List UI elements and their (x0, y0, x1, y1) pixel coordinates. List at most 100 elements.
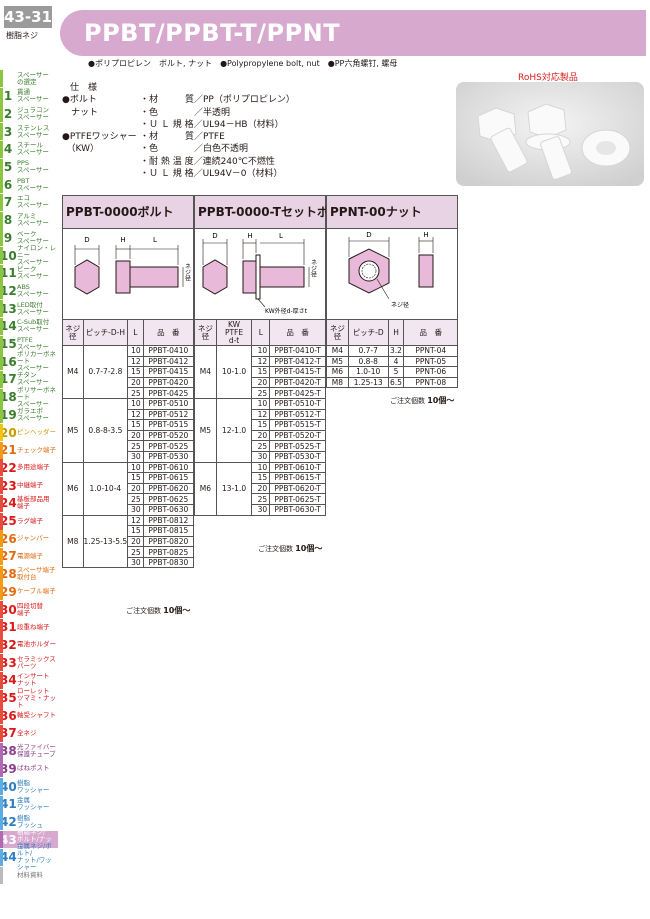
sidebar-stripe (0, 193, 3, 211)
part-number: PPBT-0620 (142, 482, 195, 495)
spec-value: ・材 質／PP（ポリプロピレン） (140, 95, 295, 106)
sidebar-item-label: ベーク スペーサー (17, 229, 49, 245)
length-cell: 12 (127, 408, 144, 421)
sidebar-stripe (0, 813, 3, 831)
sidebar-item-label: 段重ね端子 (17, 622, 50, 631)
sidebar-item-number: 30 (0, 602, 17, 617)
spec-value: ・材 質／PTFE (140, 132, 225, 143)
column-header: ネジ径 (194, 319, 217, 346)
thread-size: M5 (326, 355, 349, 368)
sidebar-item-number: 31 (0, 620, 17, 635)
spec-key (62, 119, 140, 131)
length-cell: 30 (127, 503, 144, 516)
ppbtt-note: ご注文個数 10個～ (258, 544, 323, 553)
thread-label: ネジ径 (391, 301, 409, 309)
sidebar-stripe (0, 353, 3, 371)
column-header: ピッチ-D (347, 319, 389, 346)
sidebar-stripe (0, 654, 3, 672)
part-number: PPBT-0615 (142, 472, 195, 484)
sidebar-stripe (0, 724, 3, 742)
column-header: L (127, 319, 144, 346)
length-cell: 12 (127, 514, 144, 527)
thread-label: ネジ径 (310, 259, 317, 277)
sidebar-item-label: 樹脂ネジ/ ボルト/ナット (17, 828, 52, 851)
sidebar-stripe (0, 335, 3, 353)
kw-label: KW外径d-厚さt (265, 307, 308, 315)
thread-size: M8 (326, 376, 349, 389)
length-cell: 15 (251, 366, 271, 378)
sidebar-stripe (0, 742, 3, 760)
sidebar-item[interactable]: スペーサー の選定 (0, 70, 58, 87)
sidebar-stripe (0, 317, 3, 335)
sidebar-item-number: 5 (3, 160, 13, 174)
part-number: PPBT-0610 (142, 461, 195, 474)
sidebar-stripe (0, 300, 3, 318)
length-cell: 15 (127, 419, 144, 431)
sidebar-item-number: 12 (0, 283, 17, 298)
sidebar-item-label: 軸受シャフト (17, 711, 56, 720)
column-header: L (251, 319, 271, 346)
thread-size: M6 (194, 461, 217, 516)
column-header: H (387, 319, 405, 346)
sidebar-item[interactable]: 材料資料 (0, 866, 58, 884)
sidebar-stripe (0, 247, 3, 264)
length-cell: 25 (127, 387, 144, 399)
length-cell: 12 (251, 355, 271, 368)
part-number: PPBT-0415-T (269, 366, 326, 378)
length-cell: 20 (127, 482, 144, 495)
sidebar-item-label: 金属ネジ/ボルト/ ナット/ワッシャー (17, 842, 52, 872)
dim-d-label: D (366, 231, 371, 239)
length-cell: 25 (251, 493, 271, 505)
sidebar-stripe (0, 848, 3, 866)
